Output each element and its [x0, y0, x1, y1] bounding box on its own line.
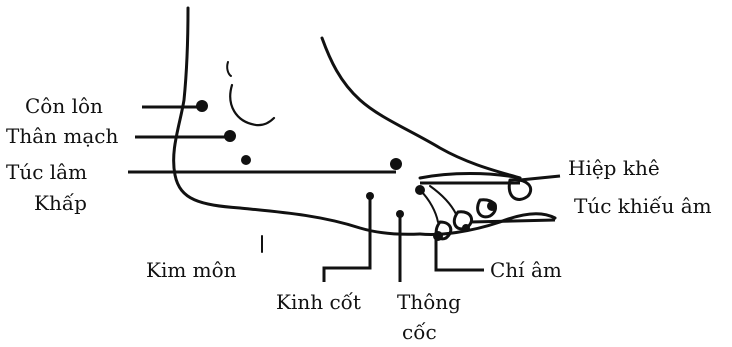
label-than-mach: Thân mạch — [6, 126, 118, 146]
point-khap — [241, 155, 251, 165]
ankle-curve — [230, 85, 274, 125]
point-kinh-cot — [366, 192, 374, 200]
point-toe-3 — [462, 224, 470, 232]
label-coc: cốc — [402, 322, 437, 342]
leader-tuc-khieu-am — [470, 220, 555, 222]
leader-hiep-khe-ext — [520, 176, 560, 180]
point-thong-coc — [396, 210, 404, 218]
label-kim-mon: Kim môn — [146, 260, 237, 280]
heel-outline — [174, 8, 420, 234]
toe-top-outline — [420, 174, 520, 179]
point-hiep-khe — [415, 185, 425, 195]
label-kinh-cot: Kinh cốt — [276, 292, 361, 312]
label-thong: Thông — [397, 292, 461, 312]
point-tuc-khieu-am — [487, 201, 497, 211]
point-than-mach — [224, 130, 236, 142]
leader-chi-am — [436, 236, 484, 270]
point-tuc-lam — [390, 158, 402, 170]
label-khap: Khấp — [34, 193, 87, 213]
label-tuc-khieu-am: Túc khiếu âm — [574, 196, 712, 216]
label-hiep-khe: Hiệp khê — [568, 158, 660, 178]
point-chi-am — [433, 231, 443, 241]
instep-outline — [322, 38, 520, 178]
point-con-lon — [196, 100, 208, 112]
label-con-lon: Côn lôn — [25, 96, 103, 116]
label-tuc-lam: Túc lâm — [6, 162, 87, 182]
leader-kinh-cot — [324, 196, 370, 282]
label-chi-am: Chí âm — [490, 260, 562, 280]
